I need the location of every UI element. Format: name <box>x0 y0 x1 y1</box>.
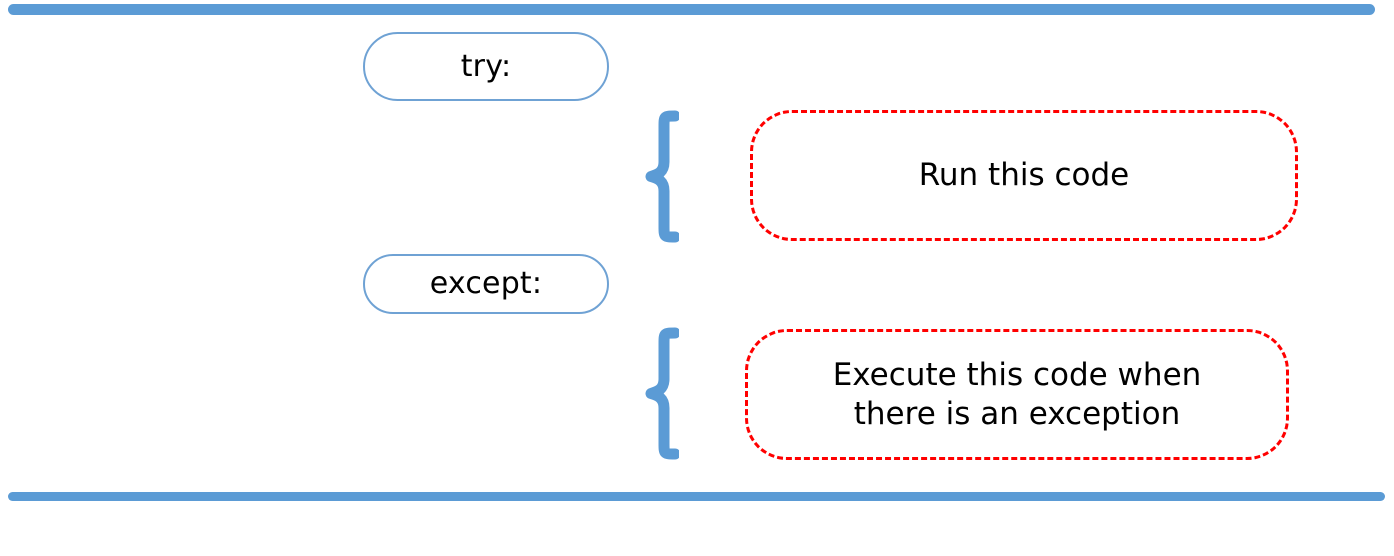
keyword-pill-except-label: except: <box>429 266 543 301</box>
keyword-pill-except[interactable]: except: <box>363 254 609 314</box>
keyword-pill-try[interactable]: try: <box>363 32 609 101</box>
accent-bar-top <box>8 4 1375 15</box>
curly-brace-except-icon <box>645 327 679 460</box>
curly-brace-try-icon <box>645 110 679 243</box>
code-block-run-this-code-line-1: Run this code <box>918 157 1130 194</box>
keyword-pill-try-label: try: <box>460 48 512 84</box>
code-block-exception-handler-line-2: there is an exception <box>853 395 1181 432</box>
code-block-exception-handler-text: Execute this code when there is an excep… <box>833 356 1202 434</box>
code-block-exception-handler[interactable]: Execute this code when there is an excep… <box>745 329 1289 460</box>
code-block-run-this-code[interactable]: Run this code <box>750 110 1298 241</box>
accent-bar-bottom <box>8 492 1385 501</box>
code-block-exception-handler-line-1: Execute this code when <box>832 356 1202 393</box>
